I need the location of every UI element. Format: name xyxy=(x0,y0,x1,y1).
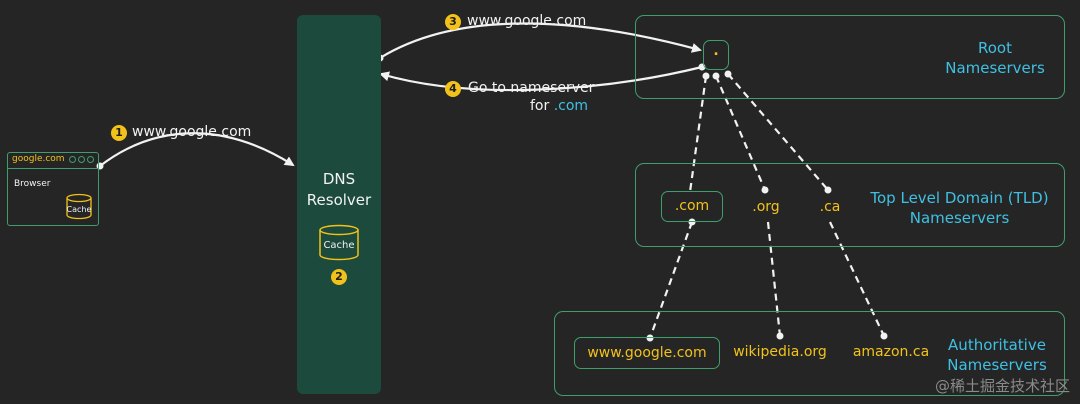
authoritative-nameservers-box xyxy=(554,311,1065,396)
resolver-title-line2: Resolver xyxy=(306,191,372,209)
authoritative-title-line2: Nameservers xyxy=(947,356,1047,374)
step-2-badge: 2 xyxy=(331,269,347,285)
arrow-browser-to-resolver xyxy=(99,132,295,167)
link-dot xyxy=(702,72,710,80)
root-dot-label: . xyxy=(713,43,719,59)
step-4-badge: 4 xyxy=(445,81,461,97)
resolver-title: DNS Resolver xyxy=(297,169,381,211)
link-dot xyxy=(824,186,832,194)
root-title: Root Nameservers xyxy=(935,38,1055,78)
step-4-prefix: for xyxy=(530,98,554,114)
link-dot xyxy=(761,186,769,194)
link-dot xyxy=(712,72,720,80)
dashed-ca-to-amazon xyxy=(829,221,885,337)
browser-url: google.com xyxy=(12,154,65,164)
window-controls xyxy=(69,156,94,163)
dashed-root-to-org xyxy=(714,75,767,191)
tld-com-pill: .com xyxy=(661,191,723,222)
tld-title: Top Level Domain (TLD) Nameservers xyxy=(867,188,1052,228)
step-4-label-line1: Go to nameserver xyxy=(468,80,595,96)
root-nameservers-box xyxy=(635,15,1065,99)
link-dot xyxy=(880,332,888,340)
tld-nameservers-box xyxy=(635,163,1065,247)
arrow-root-to-resolver xyxy=(379,65,703,92)
dashed-com-to-google xyxy=(648,221,694,339)
resolver-cache-label: Cache xyxy=(323,240,355,251)
step-1-label: www.google.com xyxy=(132,124,252,140)
window-dot-icon xyxy=(78,156,85,163)
step-4-label-line2: for .com xyxy=(530,98,588,114)
resolver-title-line1: DNS xyxy=(322,170,356,188)
browser-address-bar: google.com xyxy=(8,153,98,169)
dashed-root-to-com xyxy=(688,75,708,193)
browser-window: google.com Browser Cache xyxy=(7,152,99,226)
step-4-highlight: .com xyxy=(553,98,589,114)
tld-org-label: .org xyxy=(752,199,780,215)
root-dot-box xyxy=(703,40,729,70)
link-dot xyxy=(776,332,784,340)
browser-label: Browser xyxy=(14,179,51,189)
window-dot-icon xyxy=(87,156,94,163)
window-dot-icon xyxy=(69,156,76,163)
root-title-line1: Root xyxy=(978,39,1012,57)
step-3-badge: 3 xyxy=(445,14,461,30)
browser-cache-label: Cache xyxy=(66,205,92,214)
link-dot xyxy=(724,70,732,78)
dashed-root-to-ca xyxy=(727,73,829,191)
auth-wikipedia-label: wikipedia.org xyxy=(733,344,827,360)
link-dot xyxy=(646,334,654,342)
tld-ca-label: .ca xyxy=(819,199,841,215)
arrow-resolver-to-root xyxy=(379,22,702,59)
tld-title-line1: Top Level Domain (TLD) xyxy=(870,189,1049,207)
auth-amazon-label: amazon.ca xyxy=(852,344,930,360)
authoritative-title: Authoritative Nameservers xyxy=(937,335,1057,375)
auth-google-pill: www.google.com xyxy=(574,337,720,369)
resolver-cache-icon xyxy=(319,224,359,261)
authoritative-title-line1: Authoritative xyxy=(948,336,1046,354)
dns-resolver-panel xyxy=(297,15,381,394)
link-dot xyxy=(688,218,696,226)
step-1-badge: 1 xyxy=(111,125,127,141)
root-title-line2: Nameservers xyxy=(945,59,1045,77)
tld-title-line2: Nameservers xyxy=(909,209,1010,227)
step-3-label: www.google.com xyxy=(467,13,587,29)
browser-cache-icon xyxy=(66,193,92,220)
watermark: @稀土掘金技术社区 xyxy=(934,377,1070,395)
